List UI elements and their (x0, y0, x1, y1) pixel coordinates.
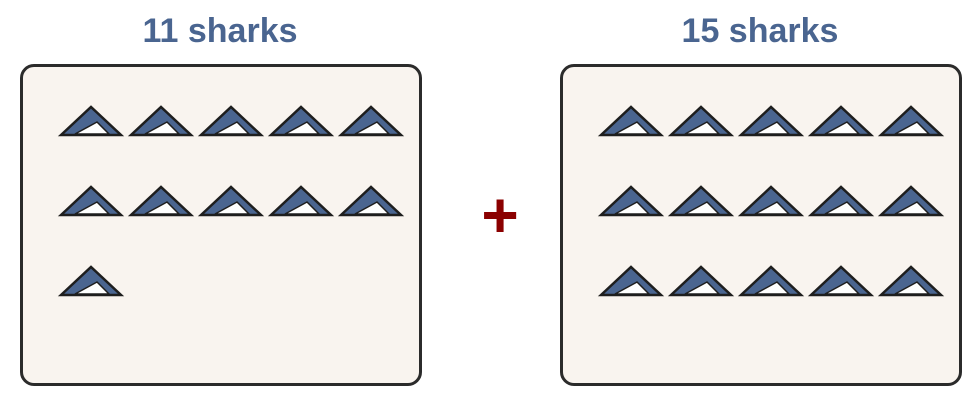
shark-fin-icon (597, 105, 665, 137)
shark-fin-icon (597, 185, 665, 217)
shark-fin-icon (877, 185, 945, 217)
shark-fin-icon (127, 185, 195, 217)
shark-fin-icon (667, 105, 735, 137)
shark-fin-icon (57, 105, 125, 137)
shark-fin-icon (337, 185, 405, 217)
shark-fin-icon (667, 265, 735, 297)
group-title-right: 15 sharks (681, 12, 839, 50)
fin-grid-right (597, 105, 945, 297)
shark-fin-icon (57, 265, 125, 297)
shark-fin-icon (57, 185, 125, 217)
shark-fin-icon (877, 105, 945, 137)
shark-fin-icon (807, 185, 875, 217)
fin-grid-left (57, 105, 405, 297)
shark-fin-icon (127, 105, 195, 137)
shark-fin-icon (807, 265, 875, 297)
plus-operator: + (481, 179, 519, 251)
shark-fin-icon (877, 265, 945, 297)
shark-fin-icon (197, 185, 265, 217)
group-box-right (560, 64, 962, 386)
shark-fin-icon (337, 105, 405, 137)
shark-fin-icon (597, 265, 665, 297)
shark-fin-icon (267, 105, 335, 137)
shark-fin-icon (197, 105, 265, 137)
group-title-left: 11 sharks (142, 12, 298, 50)
shark-fin-icon (267, 185, 335, 217)
shark-fin-icon (667, 185, 735, 217)
group-box-left (20, 64, 422, 386)
shark-fin-icon (737, 265, 805, 297)
shark-fin-icon (807, 105, 875, 137)
shark-fin-icon (737, 185, 805, 217)
shark-fin-icon (737, 105, 805, 137)
